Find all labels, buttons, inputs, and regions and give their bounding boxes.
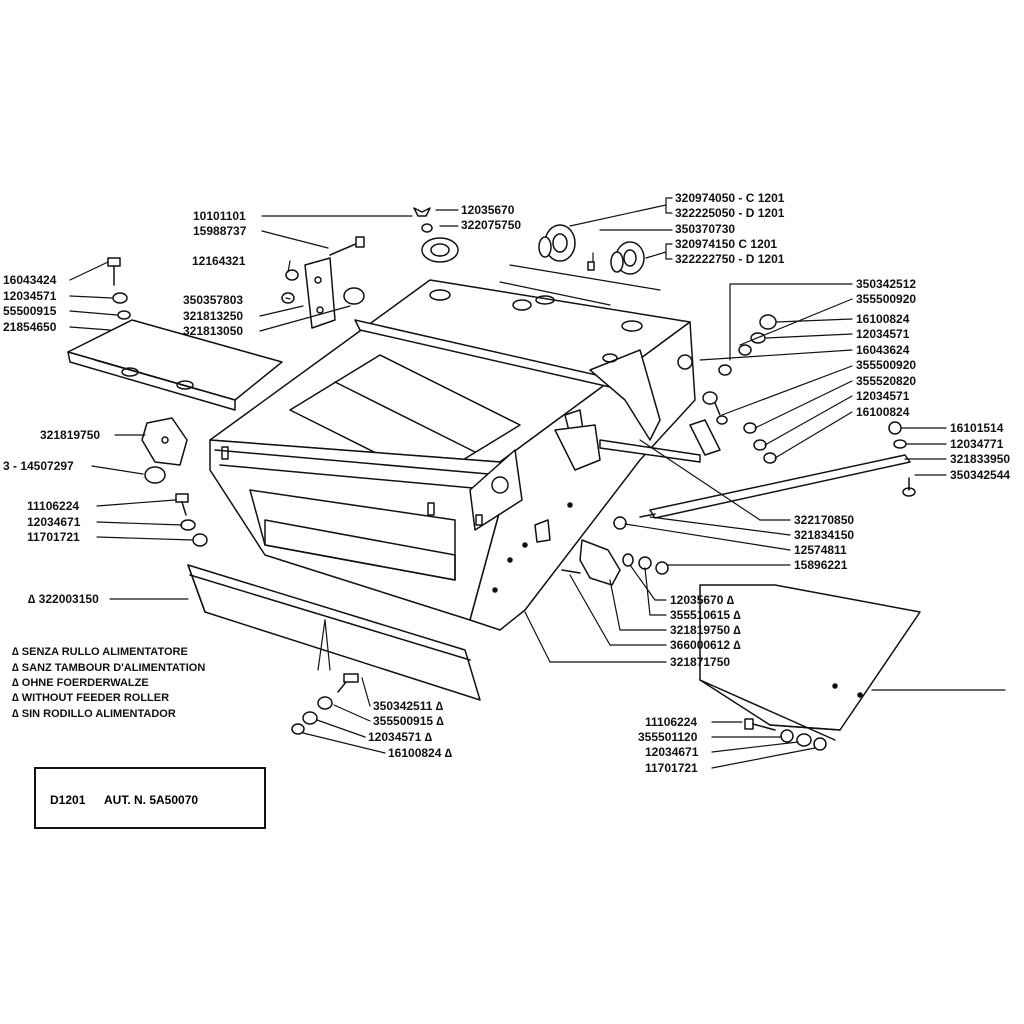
part-label-12164321: 12164321 — [192, 254, 246, 268]
main-frame — [209, 279, 696, 631]
part-label-16100824-b: 16100824 — [856, 405, 910, 419]
authorization-number: AUT. N. 5A50070 — [104, 793, 199, 807]
part-label-366000612: 366000612 ∆ — [670, 638, 741, 652]
gasket-plate-mid — [579, 539, 621, 586]
fasteners — [107, 207, 916, 751]
part-label-11701721-right: 11701721 — [645, 761, 698, 775]
part-label-12034771: 12034771 — [950, 437, 1004, 451]
note-german: ∆ OHNE FOERDERWALZE — [12, 677, 149, 689]
part-label-355520820: 355520820 — [856, 374, 917, 388]
part-label-12034571-b: 12034571 — [856, 389, 910, 403]
drawing-code: D1201 — [50, 793, 86, 807]
part-label-10101101: 10101101 — [193, 209, 246, 223]
part-label-355501120: 355501120 — [638, 730, 698, 744]
part-label-350342512: 350342512 — [856, 277, 917, 291]
part-label-355510615: 355510615 ∆ — [670, 608, 741, 622]
part-label-16100824-bot: 16100824 ∆ — [388, 746, 453, 760]
part-label-321819750-left: 321819750 — [40, 428, 101, 442]
part-label-322225050: 322225050 - D 1201 — [675, 206, 785, 220]
part-label-12035670-top: 12035670 — [461, 203, 515, 217]
part-label-15896221: 15896221 — [794, 558, 848, 572]
part-label-350342511: 350342511 ∆ — [373, 699, 444, 713]
part-label-355500915: 355500915 ∆ — [373, 714, 444, 728]
left-cover-plate — [67, 319, 283, 411]
part-label-322075750: 322075750 — [461, 218, 522, 232]
title-block: D1201 AUT. N. 5A50070 — [34, 767, 266, 829]
leader-lines — [69, 197, 1006, 769]
right-cover-plate — [699, 584, 921, 741]
part-label-350370730: 350370730 — [675, 222, 736, 236]
front-bottom-plate — [187, 564, 481, 701]
part-label-12035670-mid: 12035670 ∆ — [670, 593, 735, 607]
part-label-12034571-a: 12034571 — [856, 327, 910, 341]
part-label-320974150: 320974150 C 1201 — [675, 237, 778, 251]
part-label-350342544: 350342544 — [950, 468, 1011, 482]
part-label-12034671-right: 12034671 — [645, 745, 699, 759]
gasket-plate-left — [141, 417, 188, 466]
note-italian: ∆ SENZA RULLO ALIMENTATORE — [12, 646, 188, 658]
part-label-322170850: 322170850 — [794, 513, 855, 527]
part-label-321833950: 321833950 — [950, 452, 1011, 466]
part-label-11701721-left: 11701721 — [27, 530, 80, 544]
cross-bars — [599, 439, 911, 519]
part-label-12034571-left: 12034571 — [3, 289, 57, 303]
note-english: ∆ WITHOUT FEEDER ROLLER — [12, 692, 170, 704]
note-spanish: ∆ SIN RODILLO ALIMENTADOR — [12, 708, 176, 720]
part-label-11106224-left: 11106224 — [27, 499, 80, 513]
part-label-321813250: 321813250 — [183, 309, 244, 323]
part-label-355500920-b: 355500920 — [856, 358, 917, 372]
part-label-16101514: 16101514 — [950, 421, 1004, 435]
part-label-15988737: 15988737 — [193, 224, 247, 238]
part-label-16100824-a: 16100824 — [856, 312, 910, 326]
part-label-320974050: 320974050 - C 1201 — [675, 191, 785, 205]
part-label-12034571-bot: 12034571 ∆ — [368, 730, 433, 744]
part-label-21854650: 21854650 — [3, 320, 57, 334]
part-label-321819750-mid: 321819750 ∆ — [670, 623, 741, 637]
part-label-11106224-right: 11106224 — [645, 715, 698, 729]
part-label-55500915: 55500915 — [3, 304, 57, 318]
part-label-321834150: 321834150 — [794, 528, 855, 542]
part-label-321871750: 321871750 — [670, 655, 731, 669]
part-label-350357803: 350357803 — [183, 293, 244, 307]
part-label-12574811: 12574811 — [794, 543, 847, 557]
part-label-12034671-left: 12034671 — [27, 515, 81, 529]
part-label-14507297: 3 - 14507297 — [3, 459, 74, 473]
part-label-16043424: 16043424 — [3, 273, 57, 287]
note-french: ∆ SANZ TAMBOUR D'ALIMENTATION — [12, 662, 206, 674]
part-label-16043624: 16043624 — [856, 343, 910, 357]
part-label-322003150: ∆ 322003150 — [28, 592, 99, 606]
part-label-321813050: 321813050 — [183, 324, 244, 338]
part-label-355500920-a: 355500920 — [856, 292, 917, 306]
part-label-322222750: 322222750 - D 1201 — [675, 252, 785, 266]
